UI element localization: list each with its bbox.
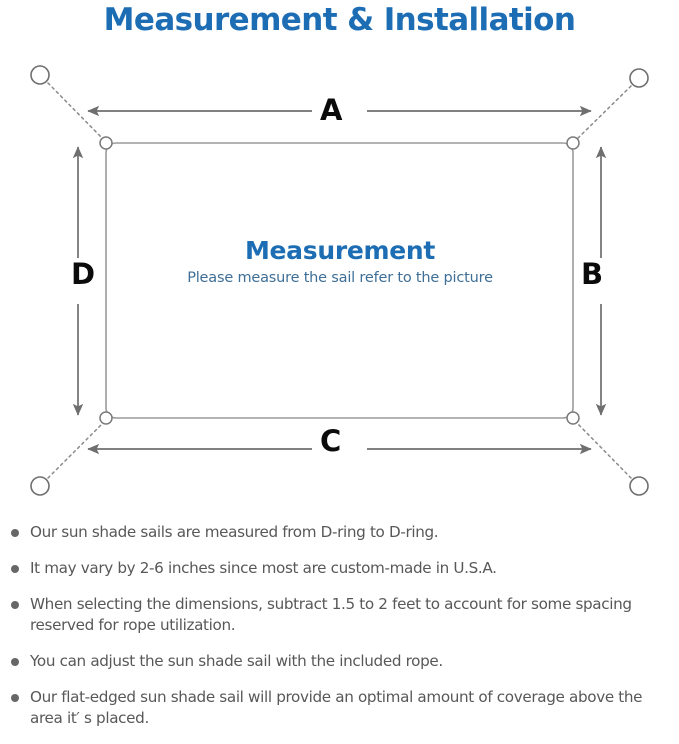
bullet-icon — [11, 658, 19, 666]
sail-body — [105, 142, 574, 419]
d-ring-bottom-left — [99, 411, 113, 425]
list-item: It may vary by 2-6 inches since most are… — [0, 558, 679, 579]
d-ring-top-right — [566, 136, 580, 150]
dimension-label-a: A — [313, 94, 350, 127]
note-text: It may vary by 2-6 inches since most are… — [30, 559, 497, 577]
rope-bottom-left — [47, 421, 105, 479]
list-item: Our sun shade sails are measured from D-… — [0, 522, 679, 543]
measurement-diagram — [0, 46, 679, 516]
note-text: Our flat-edged sun shade sail will provi… — [30, 688, 643, 727]
list-item: You can adjust the sun shade sail with t… — [0, 651, 679, 672]
rope-top-left — [47, 82, 105, 141]
dimension-label-b: B — [574, 258, 611, 291]
anchor-point-bottom-right — [629, 476, 649, 496]
rope-top-right — [575, 85, 632, 141]
bullet-icon — [11, 529, 19, 537]
dimension-label-c: C — [313, 425, 349, 458]
list-item: When selecting the dimensions, subtract … — [0, 594, 679, 636]
d-ring-top-left — [99, 136, 113, 150]
bullet-icon — [11, 601, 19, 609]
d-ring-bottom-right — [566, 411, 580, 425]
anchor-point-top-right — [629, 68, 649, 88]
notes-list: Our sun shade sails are measured from D-… — [0, 522, 679, 744]
bullet-icon — [11, 565, 19, 573]
page-title: Measurement & Installation — [103, 2, 576, 38]
dimension-label-d: D — [64, 258, 103, 291]
anchor-point-top-left — [30, 65, 50, 85]
note-text: Our sun shade sails are measured from D-… — [30, 523, 439, 541]
note-text: You can adjust the sun shade sail with t… — [30, 652, 443, 670]
list-item: Our flat-edged sun shade sail will provi… — [0, 687, 679, 729]
note-text: When selecting the dimensions, subtract … — [30, 595, 632, 634]
bullet-icon — [11, 694, 19, 702]
anchor-point-bottom-left — [30, 476, 50, 496]
rope-bottom-right — [575, 421, 632, 479]
